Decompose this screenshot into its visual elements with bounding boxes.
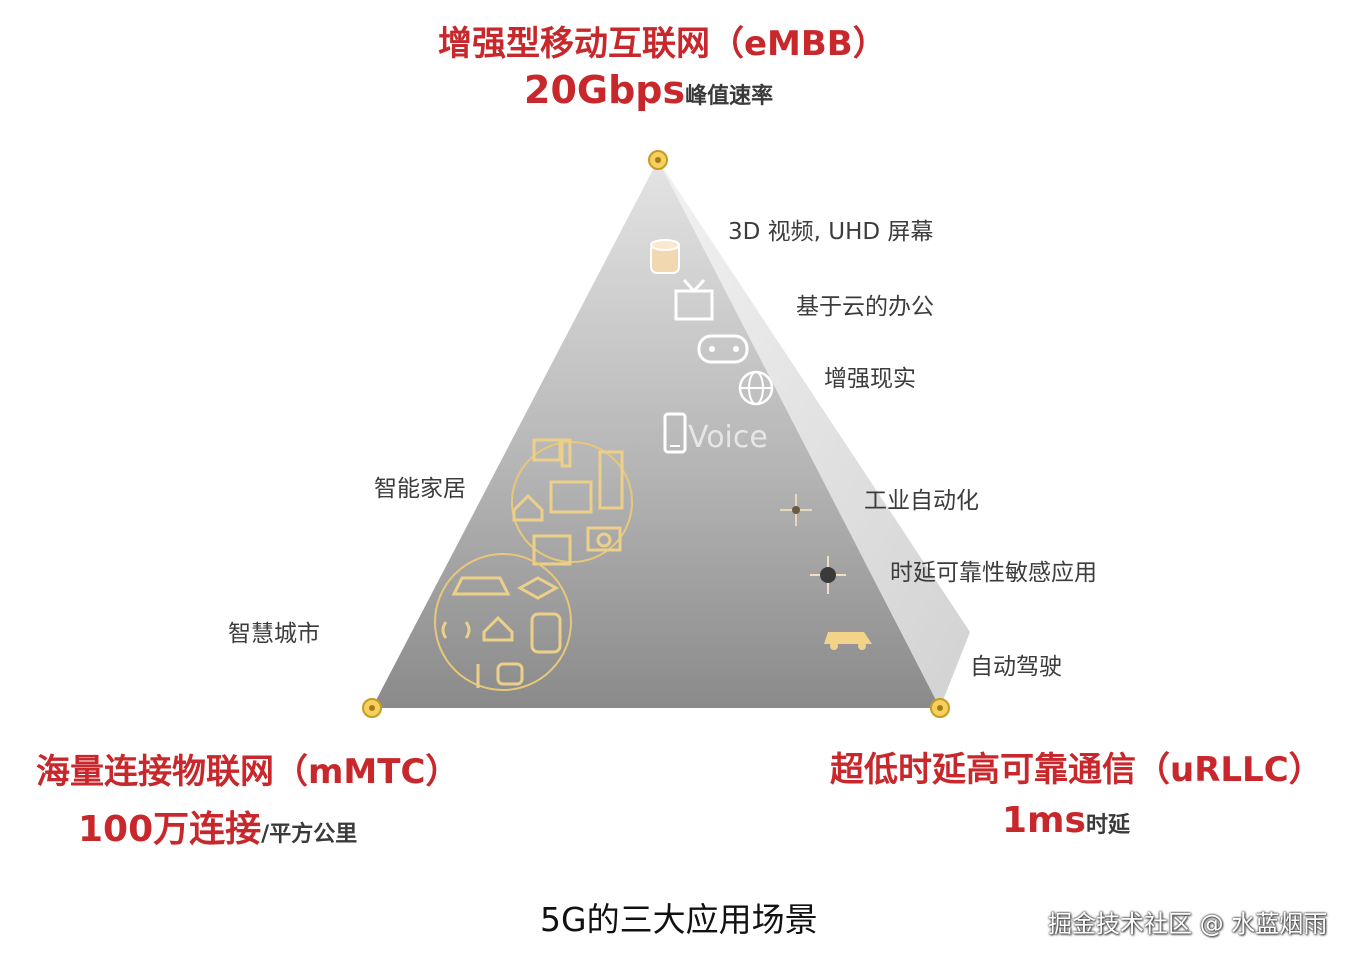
drone-icon — [810, 556, 846, 594]
urllc-latency-unit: 时延 — [1086, 813, 1131, 838]
mmtc-connections: 100万连接/平方公里 — [78, 800, 357, 852]
figure-caption: 5G的三大应用场景 — [540, 900, 818, 939]
cloud-storage-icon — [650, 239, 680, 274]
smart-home-circle — [511, 441, 633, 563]
label-autonomous-driving: 自动驾驶 — [970, 654, 1062, 680]
car-icon — [824, 632, 872, 650]
mmtc-connections-value: 100万连接 — [78, 809, 262, 850]
smart-city-icons — [441, 576, 562, 688]
mmtc-connections-unit: /平方公里 — [261, 822, 358, 847]
label-cloud-office: 基于云的办公 — [796, 294, 934, 320]
vertex-marker-right — [930, 698, 950, 718]
pyramid-side-face — [658, 160, 970, 708]
label-voice: Voice — [688, 420, 768, 455]
phone-icon — [663, 412, 687, 454]
embb-title: 增强型移动互联网（eMBB） — [438, 24, 887, 64]
urllc-latency: 1ms时延 — [1002, 800, 1130, 841]
label-3d-video: 3D 视频, UHD 屏幕 — [728, 219, 934, 245]
label-smart-city: 智慧城市 — [228, 621, 320, 647]
smart-home-icons — [512, 438, 624, 566]
vertex-marker-top — [648, 150, 668, 170]
label-smart-home: 智能家居 — [374, 476, 466, 502]
tv-icon — [674, 278, 714, 321]
label-latency-sensitive: 时延可靠性敏感应用 — [890, 560, 1097, 586]
label-ar: 增强现实 — [824, 366, 916, 392]
urllc-title: 超低时延高可靠通信（uRLLC） — [830, 750, 1323, 790]
mmtc-title: 海量连接物联网（mMTC） — [36, 752, 460, 792]
smart-city-circle — [434, 553, 572, 691]
label-industrial-automation: 工业自动化 — [864, 488, 979, 514]
embb-rate-value: 20Gbps — [524, 68, 686, 112]
globe-icon — [738, 370, 774, 406]
watermark: 掘金技术社区 @ 水蓝烟雨 — [1048, 910, 1328, 938]
urllc-latency-value: 1ms — [1002, 800, 1086, 841]
embb-rate-unit: 峰值速率 — [685, 84, 774, 109]
robot-arm-icon — [780, 494, 812, 526]
embb-rate: 20Gbps峰值速率 — [524, 68, 773, 112]
pyramid-front-face — [372, 160, 940, 708]
gamepad-icon — [697, 334, 749, 364]
vertex-marker-left — [362, 698, 382, 718]
